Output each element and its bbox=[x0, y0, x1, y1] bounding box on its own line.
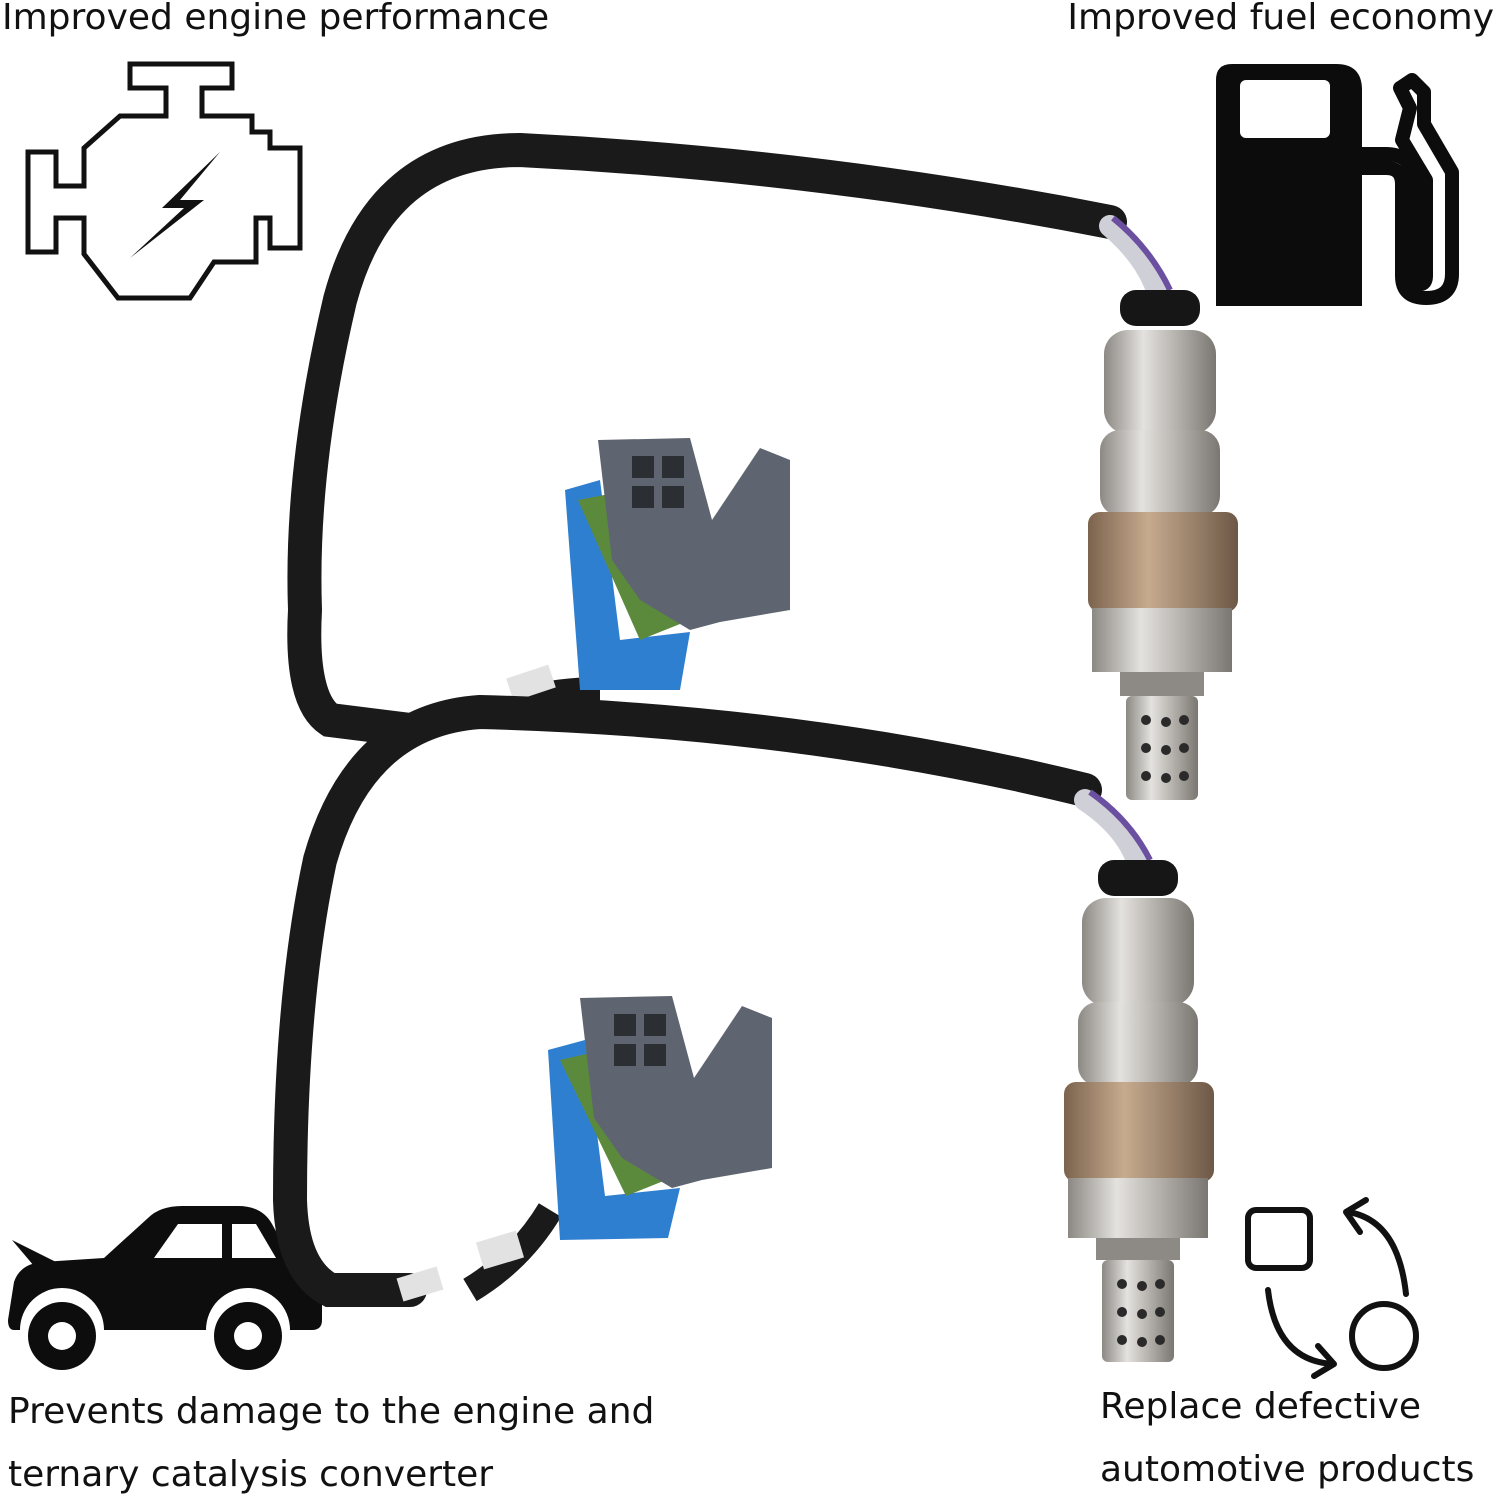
sensor-1-cable bbox=[287, 132, 1127, 747]
prevent-damage-caption-line2: ternary catalysis converter bbox=[8, 1454, 494, 1495]
connector-2 bbox=[396, 996, 772, 1302]
sensor-2-cable bbox=[272, 694, 1102, 1307]
prevent-damage-caption-line1: Prevents damage to the engine and bbox=[8, 1391, 655, 1432]
car-icon bbox=[8, 1206, 322, 1370]
replace-defective-caption-line2: automotive products bbox=[1100, 1449, 1475, 1490]
oxygen-sensor-1 bbox=[287, 132, 1238, 800]
sensor-1-body bbox=[1088, 290, 1238, 800]
replace-defective-caption-line1: Replace defective bbox=[1100, 1386, 1422, 1427]
replace-cycle-icon bbox=[1245, 1197, 1419, 1379]
prevent-damage-caption: Prevents damage to the engine and ternar… bbox=[8, 1380, 654, 1506]
engine-performance-caption: Improved engine performance bbox=[2, 0, 550, 38]
connector-1 bbox=[506, 438, 790, 713]
sensor-2-body bbox=[1064, 860, 1214, 1362]
oxygen-sensor-2 bbox=[272, 694, 1214, 1362]
engine-icon bbox=[25, 61, 303, 301]
fuel-pump-icon bbox=[1216, 64, 1459, 306]
replace-defective-caption: Replace defective automotive products bbox=[1100, 1375, 1474, 1501]
fuel-economy-caption: Improved fuel economy bbox=[1067, 0, 1494, 38]
